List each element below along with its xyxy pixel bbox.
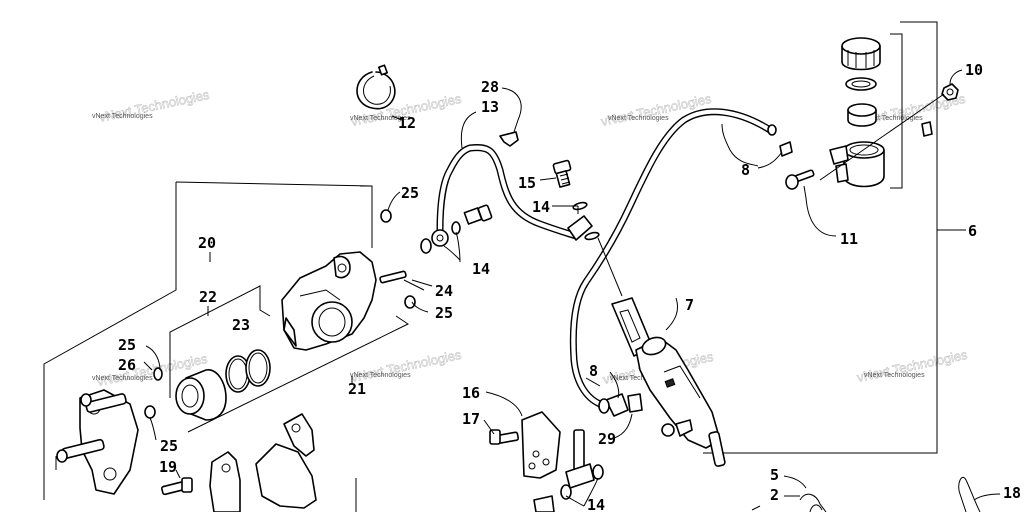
watermark-text: vNext Technologies (608, 115, 669, 122)
callout-8: 8 (741, 161, 750, 179)
callout-2: 2 (770, 486, 779, 504)
washers-14 (420, 201, 600, 254)
callout-25: 25 (118, 336, 136, 354)
watermark-text: vNext Technologies (92, 113, 153, 120)
bolt-19 (161, 477, 193, 496)
watermark-text: vNext Technologies (862, 115, 923, 122)
callout-14: 14 (532, 198, 550, 216)
callout-25: 25 (401, 184, 419, 202)
hose-clip (499, 131, 519, 147)
spring-and-clips (751, 476, 981, 512)
caliper-mount-bracket (55, 389, 139, 495)
reservoir-assembly (785, 37, 959, 190)
bracket-reservoir (890, 33, 903, 189)
callout-17: 17 (462, 410, 480, 428)
watermark-text: vNext Technologies (864, 372, 925, 379)
leader-lines (143, 69, 1001, 507)
callout-14: 14 (587, 496, 605, 512)
callout-26: 26 (118, 356, 136, 374)
brake-hose-upper (431, 131, 593, 247)
callout-12: 12 (398, 114, 416, 132)
callout-10: 10 (965, 61, 983, 79)
piston-and-seals (175, 349, 271, 421)
callout-8: 8 (589, 362, 598, 380)
callout-5: 5 (770, 466, 779, 484)
watermark-text: vNext Technologies (350, 372, 411, 379)
watermarks: vNext Technologies vNext Technologies vN… (92, 87, 970, 390)
callout-7: 7 (685, 296, 694, 314)
callout-29: 29 (598, 430, 616, 448)
caliper-body (281, 251, 407, 351)
bracket-21 (187, 315, 410, 433)
snap-ring (356, 64, 396, 110)
callout-11: 11 (840, 230, 858, 248)
callout-23: 23 (232, 316, 250, 334)
lower-fitting (533, 429, 604, 512)
mount-plate-16 (489, 411, 561, 479)
callout-18: 18 (1003, 484, 1021, 502)
callout-20: 20 (198, 234, 216, 252)
watermark-text: vNext Technologies (610, 375, 671, 382)
callout-22: 22 (199, 288, 217, 306)
callout-25: 25 (160, 437, 178, 455)
group-brackets (43, 21, 966, 512)
callout-14: 14 (472, 260, 490, 278)
master-cylinder (611, 297, 726, 467)
brake-hose-lower (569, 108, 793, 417)
bracket-6 (703, 21, 938, 454)
watermark-ghost: vNext Technologies (600, 91, 714, 129)
banjo-bolt-15 (552, 159, 572, 188)
callout-15: 15 (518, 174, 536, 192)
watermark-ghost: vNext Technologies (350, 347, 464, 385)
callout-24: 24 (435, 282, 453, 300)
callout-28: 28 (481, 78, 499, 96)
bracket-20 (43, 182, 177, 500)
brake-pads (209, 413, 317, 512)
callout-numbers: 28 13 12 10 8 15 14 25 11 6 20 14 24 22 … (118, 61, 1021, 512)
bleeder-fitting (463, 204, 493, 225)
o-rings-25 (144, 209, 416, 419)
watermark-ghost: vNext Technologies (856, 347, 970, 385)
callout-25: 25 (435, 304, 453, 322)
callout-13: 13 (481, 98, 499, 116)
callout-21: 21 (348, 380, 366, 398)
watermark-text: vNext Technologies (92, 375, 153, 382)
watermark-text: vNext Technologies (350, 115, 411, 122)
callout-19: 19 (159, 458, 177, 476)
callout-16: 16 (462, 384, 480, 402)
callout-6: 6 (968, 222, 977, 240)
